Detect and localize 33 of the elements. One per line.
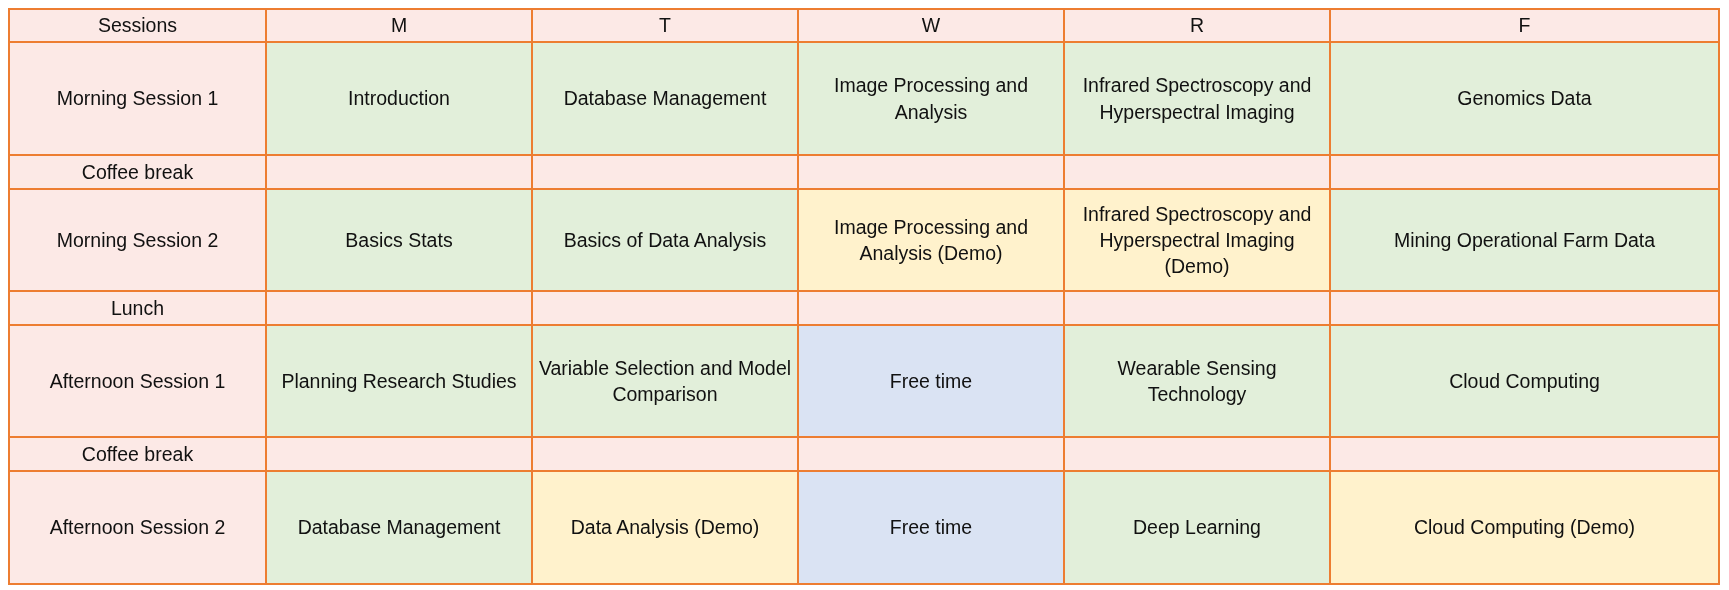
column-header: Sessions [10,10,265,41]
schedule-cell: Infrared Spectroscopy and Hyperspectral Imaging [1065,43,1329,154]
schedule-cell: Free time [799,326,1063,436]
row-header: Afternoon Session 1 [10,326,265,436]
row-header: Lunch [10,292,265,324]
schedule-cell: Basics Stats [267,190,531,290]
schedule-cell: Planning Research Studies [267,326,531,436]
schedule-cell: Infrared Spectroscopy and Hyperspectral Imaging (Demo) [1065,190,1329,290]
schedule-cell: Genomics Data [1331,43,1718,154]
column-header: T [533,10,797,41]
schedule-cell: Database Management [267,472,531,583]
schedule-cell: Variable Selection and Model Comparison [533,326,797,436]
column-header: W [799,10,1063,41]
column-header: M [267,10,531,41]
schedule-cell: Data Analysis (Demo) [533,472,797,583]
schedule-cell: Basics of Data Analysis [533,190,797,290]
row-header: Coffee break [10,156,265,188]
schedule-cell: Database Management [533,43,797,154]
schedule-cell: Mining Operational Farm Data [1331,190,1718,290]
row-header: Coffee break [10,438,265,470]
column-header: R [1065,10,1329,41]
schedule-cell: Cloud Computing (Demo) [1331,472,1718,583]
schedule-cell: Image Processing and Analysis (Demo) [799,190,1063,290]
schedule-cell: Image Processing and Analysis [799,43,1063,154]
schedule-cell: Free time [799,472,1063,583]
schedule-cell: Introduction [267,43,531,154]
schedule-cell: Deep Learning [1065,472,1329,583]
row-header: Morning Session 1 [10,43,265,154]
schedule-cell: Cloud Computing [1331,326,1718,436]
column-header: F [1331,10,1718,41]
row-header: Morning Session 2 [10,190,265,290]
row-header: Afternoon Session 2 [10,472,265,583]
schedule-cell: Wearable Sensing Technology [1065,326,1329,436]
